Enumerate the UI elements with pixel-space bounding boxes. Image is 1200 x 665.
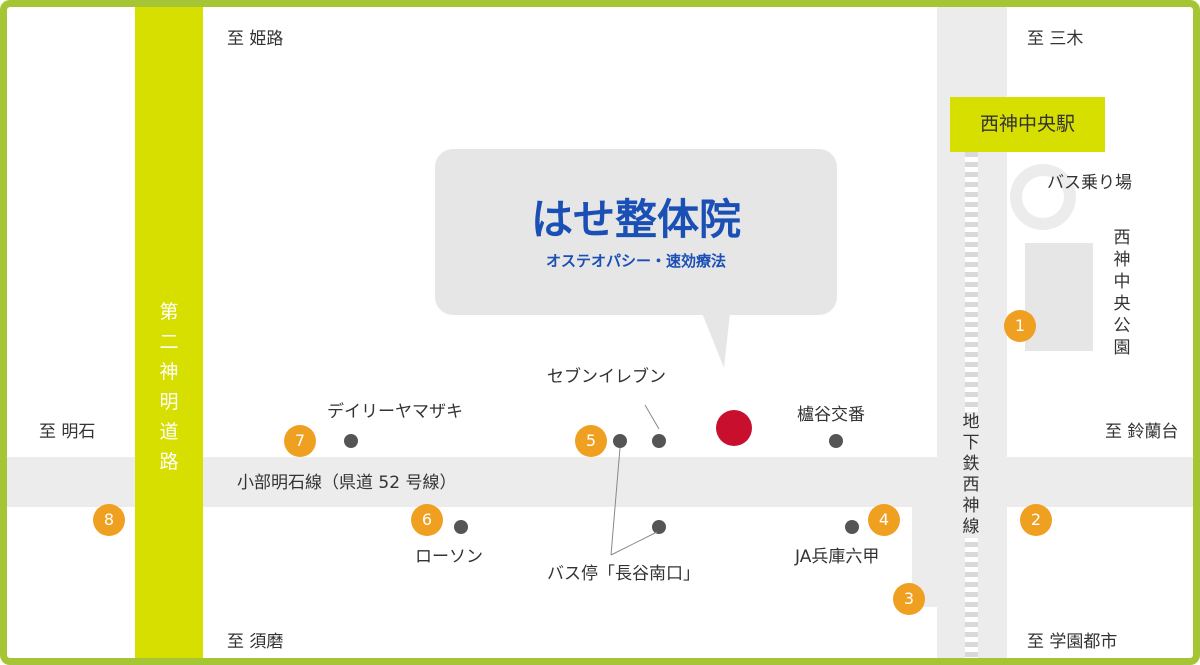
station-name: 西神中央駅 [979, 113, 1075, 135]
direction-suzurandai: 至 鈴蘭台 [1105, 422, 1179, 442]
main-road-label: 小部明石線（県道 52 号線） [237, 473, 457, 493]
direction-suma: 至 須磨 [227, 632, 284, 652]
seven-eleven-dot [652, 434, 666, 448]
bus-terminal-label: バス乗り場 [1047, 173, 1132, 193]
marker-3: 3 [893, 583, 925, 615]
bus-stop-south-dot [652, 520, 666, 534]
daily-yamazaki-label: デイリーヤマザキ [327, 402, 463, 422]
marker-4: 4 [868, 504, 900, 536]
bus-stop-north-dot [613, 434, 627, 448]
koban-label: 櫨谷交番 [797, 405, 865, 425]
park-label: 西神中央公園 [1113, 228, 1131, 358]
seven-eleven-label: セブンイレブン [547, 367, 666, 387]
direction-gakuentoshi: 至 学園都市 [1027, 632, 1118, 652]
park-area [1025, 243, 1093, 351]
callout-pointer [702, 313, 730, 368]
subway-label: 地下鉄西神線 [960, 412, 982, 538]
clinic-callout [435, 149, 837, 315]
ja-label: JA兵庫六甲 [795, 547, 880, 567]
marker-1: 1 [1004, 310, 1036, 342]
direction-miki: 至 三木 [1027, 29, 1084, 49]
direction-akashi: 至 明石 [39, 422, 96, 442]
marker-6: 6 [411, 504, 443, 536]
clinic-location-dot [716, 410, 752, 446]
bus-loop-center [1022, 176, 1064, 218]
lawson-label: ローソン [415, 547, 483, 567]
lawson-dot [454, 520, 468, 534]
station-sign: 西神中央駅 [950, 97, 1105, 152]
daily-yamazaki-dot [344, 434, 358, 448]
daini-shinmei-highway [135, 7, 203, 658]
koban-dot [829, 434, 843, 448]
direction-himeji: 至 姫路 [227, 29, 284, 49]
ja-dot [845, 520, 859, 534]
clinic-subtitle: オステオパシー・速効療法 [545, 252, 726, 270]
marker-5: 5 [575, 425, 607, 457]
marker-2: 2 [1020, 504, 1052, 536]
bus-stop-label: バス停「長谷南口」 [547, 564, 700, 584]
landmark-connectors [610, 404, 660, 556]
marker-7: 7 [284, 425, 316, 457]
marker-8: 8 [93, 504, 125, 536]
clinic-name: はせ整体院 [530, 195, 741, 244]
highway-label: 第二神明道路 [159, 301, 179, 473]
